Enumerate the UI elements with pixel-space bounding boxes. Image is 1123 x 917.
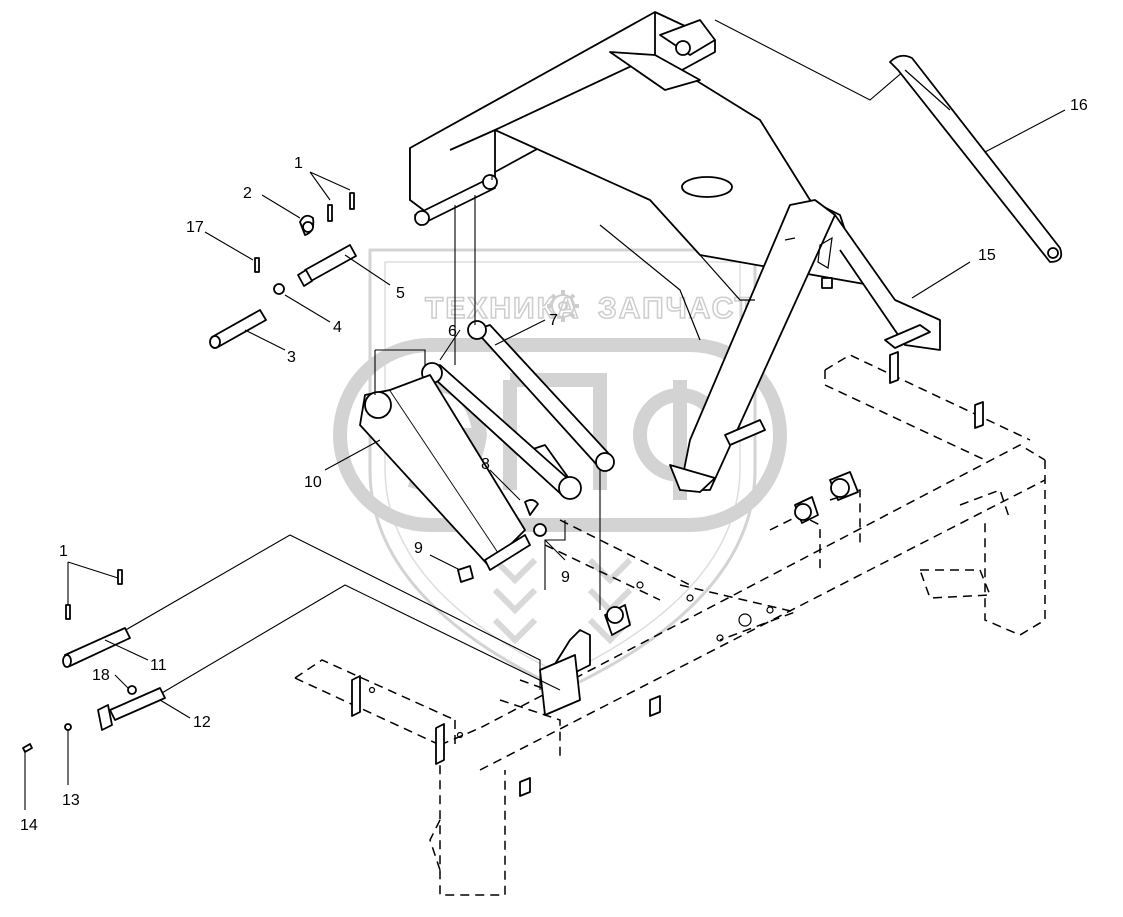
- callout-14: 14: [20, 817, 38, 834]
- callout-15: 15: [978, 247, 996, 264]
- callout-10: 10: [304, 474, 322, 491]
- pin-assembly-upper: [209, 174, 498, 349]
- callout-1-upper: 1: [294, 155, 303, 172]
- callout-18: 18: [92, 667, 110, 684]
- callout-17: 17: [186, 219, 204, 236]
- callout-7: 7: [549, 312, 558, 329]
- callout-leaders: [24, 109, 1066, 810]
- callout-5: 5: [396, 285, 405, 302]
- frame-brackets: [351, 351, 984, 797]
- callout-9-right: 9: [561, 569, 570, 586]
- callout-4: 4: [333, 319, 342, 336]
- lower-bracket-assembly: [539, 471, 859, 716]
- callout-8: 8: [481, 456, 490, 473]
- gear-icon: [547, 290, 579, 322]
- callout-12: 12: [193, 714, 211, 731]
- watermark-emblem-frame: [333, 338, 787, 532]
- callout-9-left: 9: [414, 540, 423, 557]
- callout-3: 3: [287, 349, 296, 366]
- callout-labels: 1 2 17 5 4 3 6 7 8 10 9 9 1 11 18 12 13 …: [20, 97, 1088, 834]
- lower-arm-10: [359, 374, 547, 583]
- hydraulic-cylinders: [421, 320, 615, 500]
- callout-1-lower: 1: [59, 543, 68, 560]
- callout-11: 11: [150, 657, 167, 674]
- callout-13: 13: [62, 792, 80, 809]
- pin-assembly-lower: [22, 534, 561, 753]
- callout-2: 2: [243, 185, 252, 202]
- callout-6: 6: [448, 323, 457, 340]
- callout-16: 16: [1070, 97, 1088, 114]
- link-bar-16: [889, 54, 1063, 263]
- loader-main-frame: [409, 11, 941, 493]
